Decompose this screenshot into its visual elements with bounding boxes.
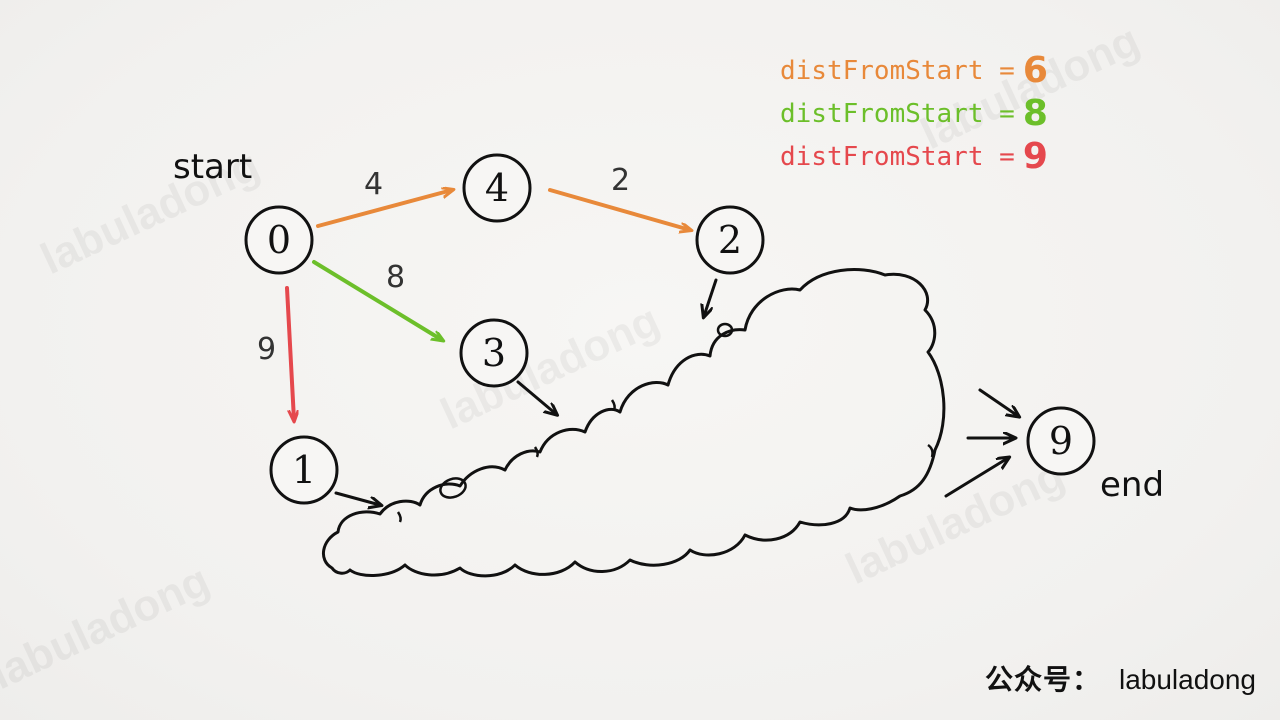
- legend-item-value: 8: [1022, 93, 1048, 134]
- edge-weight-0-3: 8: [386, 260, 405, 295]
- legend-item-orange: distFromStart =6: [780, 53, 1048, 89]
- node-9-label: 9: [1049, 419, 1073, 463]
- end-label: end: [1100, 465, 1164, 505]
- cloud-shape: [322, 268, 946, 578]
- legend-item-green: distFromStart =8: [780, 96, 1048, 132]
- edge-4-2: [548, 188, 690, 230]
- edge-weight-4-2: 2: [611, 163, 630, 198]
- cloud-tick: [927, 443, 934, 458]
- node-0: 0: [244, 205, 314, 275]
- cloud-loop: [439, 477, 467, 499]
- node-9: 9: [1026, 406, 1096, 476]
- arrow-1-cloud: [334, 491, 380, 505]
- edge-0-4: [316, 190, 452, 228]
- legend-item-red: distFromStart =9: [780, 139, 1048, 175]
- arrow-cloud-9-top: [978, 388, 1018, 416]
- arrow-3-cloud: [516, 380, 556, 414]
- cloud-loop: [716, 322, 734, 338]
- node-4: 4: [462, 153, 532, 223]
- watermark-text: labuladong: [0, 555, 217, 699]
- cloud-tick: [610, 399, 616, 411]
- node-2-label: 2: [718, 218, 742, 262]
- node-2: 2: [695, 205, 765, 275]
- edge-0-1: [285, 286, 294, 420]
- node-3: 3: [459, 318, 529, 388]
- brand-footer: 公众号： labuladong: [985, 658, 1256, 698]
- legend-item-value: 9: [1022, 136, 1048, 177]
- cloud-tick: [396, 511, 402, 523]
- brand-name: labuladong: [1118, 664, 1256, 695]
- arrow-cloud-9-bottom: [944, 458, 1008, 498]
- legend-item-label: distFromStart =: [780, 142, 1015, 172]
- edge-weight-0-1: 9: [257, 332, 276, 367]
- legend-item-value: 6: [1022, 50, 1048, 91]
- edge-weight-0-4: 4: [364, 167, 383, 202]
- legend-item-label: distFromStart =: [780, 99, 1015, 129]
- cloud-tick: [533, 446, 539, 458]
- node-1-label: 1: [292, 448, 316, 492]
- edge-0-3: [312, 260, 442, 340]
- node-0-label: 0: [267, 218, 291, 262]
- start-label: start: [173, 147, 252, 187]
- watermark-text: labuladong: [839, 450, 1072, 594]
- node-3-label: 3: [482, 331, 506, 375]
- brand-prefix: 公众号：: [984, 663, 1101, 696]
- node-1: 1: [269, 435, 339, 505]
- legend-item-label: distFromStart =: [780, 56, 1015, 86]
- arrow-2-cloud: [704, 278, 718, 316]
- node-4-label: 4: [485, 166, 509, 210]
